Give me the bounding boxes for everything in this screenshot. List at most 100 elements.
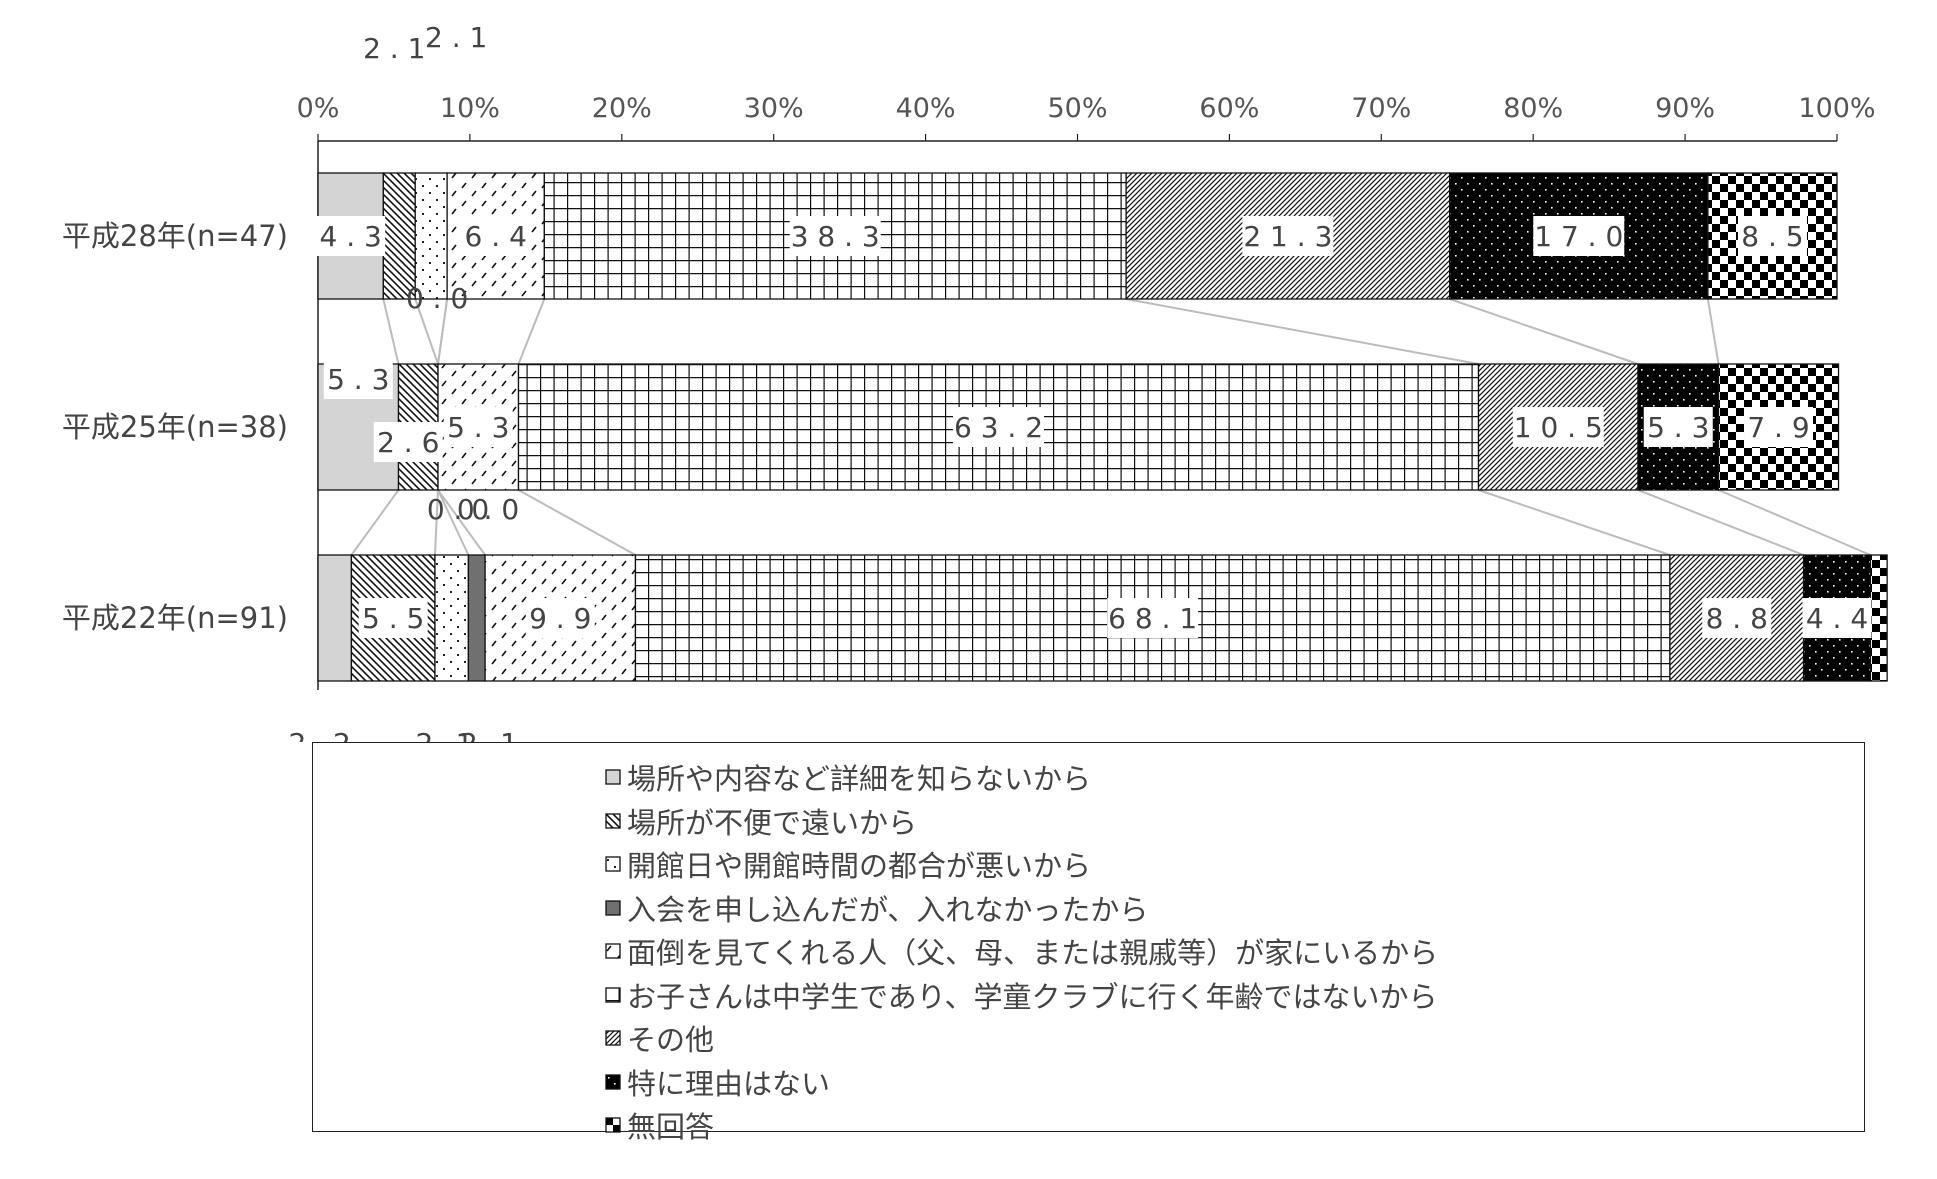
series-connector-line [1718,489,1871,556]
data-label-box [789,216,881,256]
data-label-box [1702,598,1772,638]
bar-segment [1869,554,1888,682]
data-label: 1 0 . 5 [1514,411,1603,444]
legend-label: 入会を申し込んだが、入れなかったから [627,892,1149,927]
legend-item: その他 [605,1018,714,1058]
data-label: 1 . 1 [1863,737,1925,742]
legend-label: 面倒を見てくれる人（父、母、または親戚等）が家にいるから [627,936,1439,970]
data-label: 5 . 3 [327,363,389,396]
legend-label: 無回答 [627,1110,715,1144]
data-label: 2 1 . 3 [1243,220,1332,253]
series-connector-line [437,298,449,365]
data-label: 1 7 . 0 [1534,220,1623,253]
chart-legend: 場所や内容など詳細を知らないから場所が不便で遠いから開館日や開館時間の都合が悪い… [312,742,1865,1144]
data-label-box [525,598,595,638]
data-label-box [316,216,386,256]
legend-item: 場所が不便で遠いから [605,801,917,841]
series-connector-line [1449,298,1639,365]
legend-item: 開館日や開館時間の都合が悪いから [605,844,1091,884]
legend-swatch [605,943,621,959]
bar-segment [414,172,448,300]
legend-label: その他 [627,1023,715,1057]
data-label-box [443,407,513,447]
series-connector-line [1125,298,1479,365]
category-label: 平成28年(n=47) [62,219,288,253]
x-tick-label: 80% [1503,93,1563,124]
data-label-box [953,407,1045,447]
series-connector-line [1478,489,1671,556]
x-tick-label: 50% [1047,93,1107,124]
data-label: 0 . 0 [406,282,468,315]
data-label: 2 . 6 [377,426,439,459]
data-label: 4 . 3 [319,220,381,253]
x-tick-label: 90% [1655,93,1715,124]
legend-item: 面倒を見てくれる人（父、母、または親戚等）が家にいるから [605,931,1438,971]
data-label: 6 3 . 2 [954,411,1043,444]
legend-swatch [605,1030,621,1046]
legend-label: 特に理由はない [627,1066,831,1101]
data-label: 2 . 1 [363,32,425,65]
data-label-box [1744,407,1814,447]
series-connector-line [437,489,470,556]
data-label-box [358,598,428,638]
x-tick-label: 70% [1351,93,1411,124]
legend-label: 場所が不便で遠いから [627,805,918,840]
x-tick-label: 100% [1798,93,1875,124]
series-connector-line [518,489,636,556]
data-label: 3 8 . 3 [791,220,880,253]
series-connector-line [517,298,546,365]
data-label-box [1242,216,1334,256]
legend-item: お子さんは中学生であり、学童クラブに行く年齢ではないから [605,975,1438,1015]
legend-item: 場所や内容など詳細を知らないから [605,757,1091,797]
legend-swatch [605,1073,621,1090]
legend-item: 入会を申し込んだが、入れなかったから [605,888,1148,928]
x-tick-label: 30% [744,93,804,124]
series-connector-line [1706,298,1720,365]
legend-label: お子さんは中学生であり、学童クラブに行く年齢ではないから [627,979,1438,1014]
legend-swatch [605,812,621,829]
data-label: 5 . 5 [362,602,424,635]
x-tick-label: 20% [592,93,652,124]
data-label-box [1643,407,1713,447]
data-label: 9 . 9 [529,602,591,635]
data-label: 6 8 . 1 [1108,602,1197,635]
data-label-box [1802,598,1872,638]
data-label: 4 . 4 [1806,602,1868,635]
data-label-box [461,216,531,256]
legend-label: 場所や内容など詳細を知らないから [627,762,1092,796]
legend-swatch [605,899,621,916]
category-label: 平成25年(n=38) [62,410,288,444]
bar-segment [382,172,416,300]
legend-swatch [605,856,621,872]
data-label: 2 . 2 [289,727,351,742]
data-label: 5 . 3 [1647,411,1709,444]
x-tick-label: 60% [1199,93,1259,124]
data-label: 2 . 2 [416,727,478,742]
series-connector-line [1637,489,1804,556]
series-connector-line [437,489,486,556]
bar-segment [317,554,353,682]
data-label-box [1737,216,1807,256]
data-label-box [1512,407,1604,447]
data-label: 0 . 0 [427,493,489,526]
series-connector-line [350,489,400,556]
legend-item: 特に理由はない [605,1062,830,1102]
data-label: 8 . 5 [1741,220,1803,253]
data-label: 8 . 8 [1706,602,1768,635]
x-tick-label: 0% [297,93,340,124]
data-label-box [323,359,393,399]
bar-segment [467,554,486,682]
legend-swatch [605,1117,621,1133]
series-connector-line [382,298,400,365]
data-label: 2 . 1 [425,21,487,54]
series-connector-line [414,298,439,365]
data-label: 1 . 1 [456,727,518,742]
legend-swatch [605,986,621,1003]
legend-label: 開館日や開館時間の都合が悪いから [627,849,1092,883]
data-label: 7 . 9 [1747,411,1809,444]
data-label: 0 . 0 [457,493,519,526]
data-label-box [1533,216,1625,256]
stacked-bar-chart: 0%10%20%30%40%50%60%70%80%90%100%平成28年(n… [62,21,1925,742]
x-tick-label: 40% [896,93,956,124]
legend-swatch [605,769,621,785]
